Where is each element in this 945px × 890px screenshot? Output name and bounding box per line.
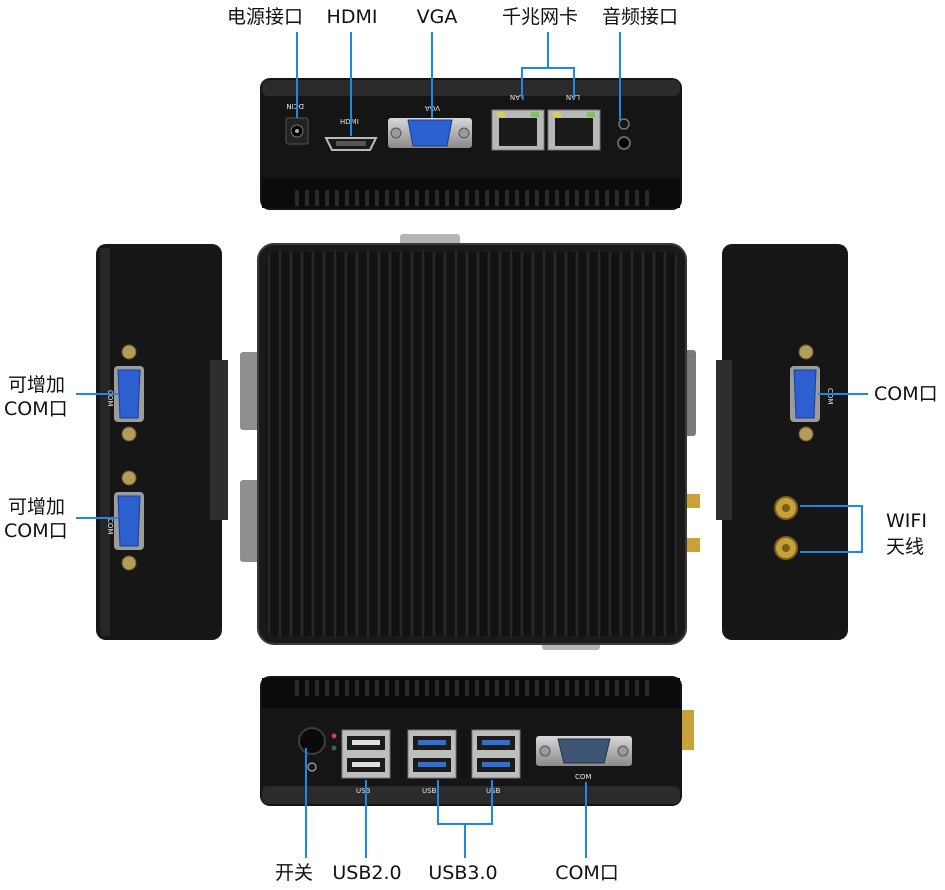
wifi-antenna-connector-2 — [774, 536, 798, 560]
label-usb3: USB3.0 — [428, 862, 498, 884]
com-front-print: COM — [575, 773, 591, 781]
top-view-heatsink — [240, 234, 700, 650]
wifi-antenna-connector-1 — [774, 496, 798, 520]
rear-panel-view: DCIN HDMI VGA LAN LAN — [260, 78, 682, 210]
label-left-com-2-line2: COM口 — [4, 520, 68, 542]
com-left-1-print: COM — [106, 390, 114, 406]
lan2-print: LAN — [566, 93, 580, 101]
label-audio-port: 音频接口 — [601, 6, 679, 28]
callout-wifi — [800, 505, 863, 553]
usb-print-c: USB — [486, 787, 501, 795]
audio-jack — [617, 118, 631, 150]
label-power-port: 电源接口 — [226, 6, 304, 28]
left-side-view: COM COM — [96, 244, 228, 640]
dc-power-jack — [285, 117, 309, 145]
label-right-com: COM口 — [874, 383, 938, 405]
lan1-print: LAN — [510, 93, 524, 101]
vga-port — [388, 118, 472, 148]
right-side-view: COM — [716, 244, 848, 640]
com-right-print: COM — [826, 388, 834, 404]
label-wifi-line2: 天线 — [886, 536, 925, 558]
label-front-com: COM口 — [555, 862, 619, 884]
label-power-switch: 开关 — [274, 862, 314, 884]
usb-print-a: USB — [356, 787, 371, 795]
label-vga: VGA — [416, 6, 458, 28]
label-usb2: USB2.0 — [332, 862, 402, 884]
lan-port-1 — [491, 109, 545, 151]
label-wifi-line1: WIFI — [886, 510, 927, 532]
right-com-port — [790, 344, 820, 442]
label-gigabit-lan: 千兆网卡 — [501, 6, 579, 28]
front-com-port — [536, 736, 632, 766]
hdmi-port — [324, 137, 378, 151]
hdmi-print: HDMI — [340, 118, 359, 126]
label-left-com-2-line1: 可增加 — [8, 496, 66, 518]
usb3-ports-2 — [471, 729, 521, 779]
label-left-com-1-line1: 可增加 — [8, 374, 66, 396]
dcin-print: DCIN — [286, 102, 304, 110]
label-hdmi: HDMI — [326, 6, 378, 28]
com-left-2-print: COM — [106, 518, 114, 534]
usb2-ports — [341, 729, 391, 779]
label-left-com-1-line2: COM口 — [4, 398, 68, 420]
usb3-ports-1 — [407, 729, 457, 779]
callout-lan-fork — [521, 67, 575, 98]
front-panel-view: USB USB USB COM — [260, 676, 694, 806]
lan-port-2 — [547, 109, 601, 151]
power-button — [298, 727, 337, 772]
usb-print-b: USB — [422, 787, 437, 795]
left-com-port-2 — [114, 470, 144, 571]
left-com-port-1 — [114, 344, 144, 442]
callout-lines — [76, 32, 868, 858]
